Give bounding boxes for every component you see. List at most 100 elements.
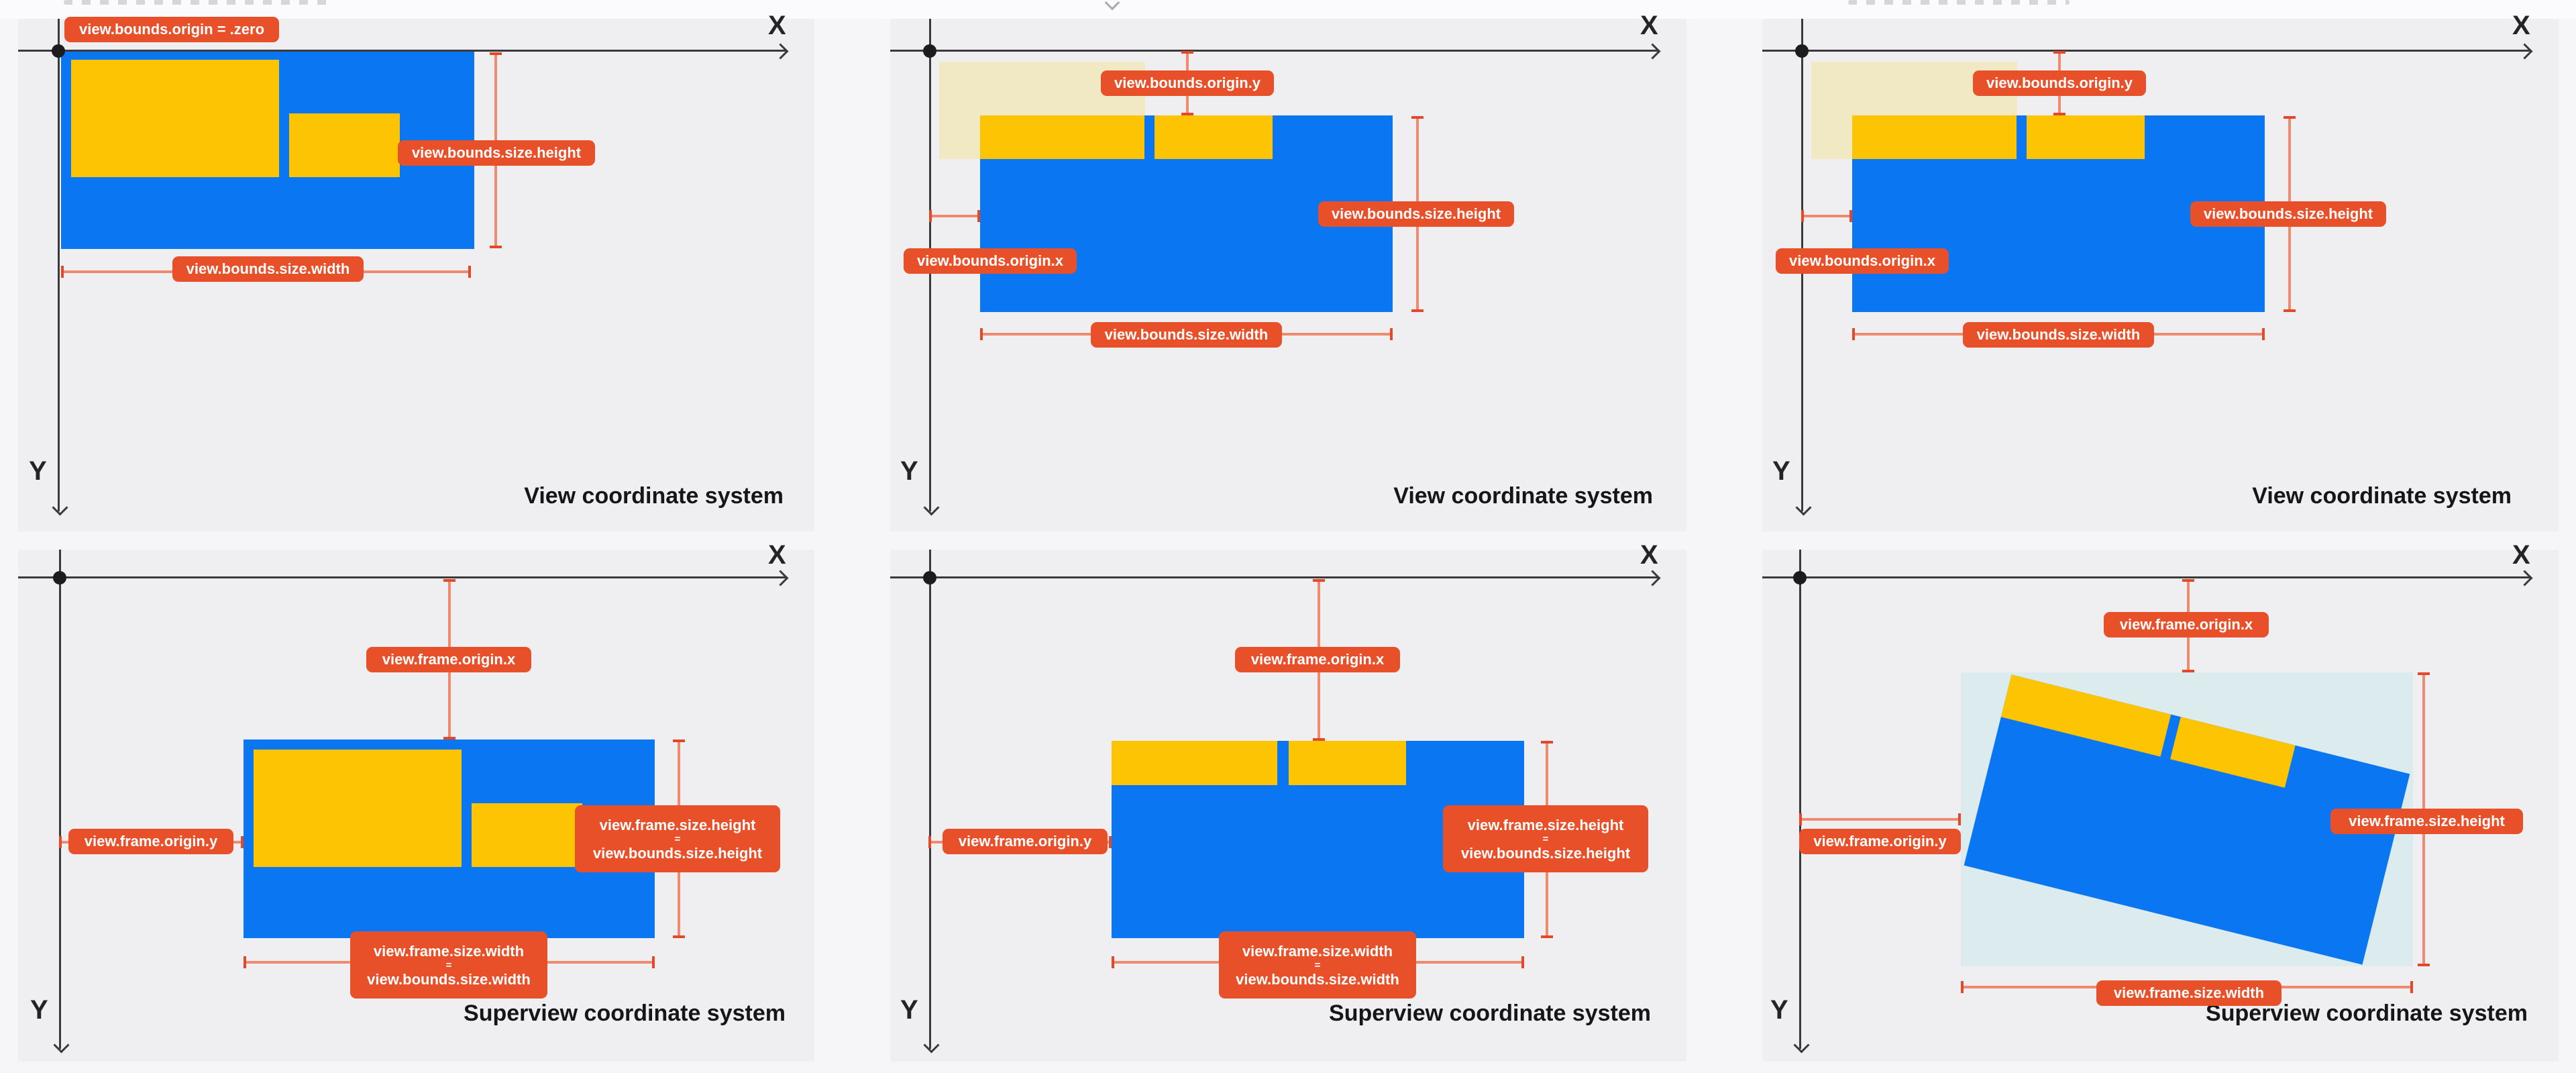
- panel-superview-coords-3: X Y view.frame.origin.x view.frame.origi…: [1762, 540, 2559, 1062]
- equals-sign: =: [674, 833, 681, 845]
- label-frame-size-height: view.frame.size.height: [2330, 809, 2523, 834]
- label-bounds-size-width: view.bounds.size.width: [1236, 970, 1399, 988]
- y-axis-label: Y: [1772, 456, 1790, 486]
- label-frame-size-width: view.frame.size.width: [1242, 942, 1393, 960]
- x-axis: [18, 576, 787, 578]
- panel-caption: Superview coordinate system: [1329, 1001, 1651, 1026]
- label-bounds-size-height: view.bounds.size.height: [2190, 201, 2386, 227]
- x-axis-arrowhead: [772, 43, 789, 60]
- view-rect: [244, 739, 655, 938]
- x-axis-arrowhead: [2516, 43, 2533, 60]
- equals-sign: =: [445, 959, 452, 971]
- x-axis-label: X: [768, 540, 786, 570]
- y-axis-arrowhead: [923, 499, 940, 516]
- x-axis-label: X: [1640, 540, 1658, 570]
- label-bounds-size-height: view.bounds.size.height: [1460, 844, 1631, 862]
- x-axis: [890, 576, 1659, 578]
- label-bounds-origin-y: view.bounds.origin.y: [1973, 70, 2146, 96]
- label-bounds-size-width: view.bounds.size.width: [172, 256, 364, 282]
- label-frame-size-width: view.frame.size.width: [2096, 980, 2282, 1006]
- label-frame-height-equals-bounds-height: view.frame.size.height = view.bounds.siz…: [1443, 805, 1648, 872]
- label-frame-height-equals-bounds-height: view.frame.size.height = view.bounds.siz…: [575, 805, 780, 872]
- label-frame-origin-x: view.frame.origin.x: [1235, 647, 1400, 672]
- scrolled-subview-right: [1289, 741, 1406, 785]
- panel-view-coords-2: X Y view.bounds.origin.y view.bounds.ori…: [890, 11, 1686, 531]
- label-bounds-origin-zero: view.bounds.origin = .zero: [64, 17, 279, 42]
- panel-caption: View coordinate system: [2252, 483, 2512, 509]
- label-bounds-size-width: view.bounds.size.width: [1091, 322, 1282, 348]
- subview-rect-large: [254, 750, 462, 867]
- label-frame-origin-y: view.frame.origin.y: [1799, 829, 1961, 854]
- y-axis: [59, 550, 61, 1049]
- x-axis-label: X: [1640, 11, 1658, 40]
- origin-dot: [1795, 44, 1809, 58]
- origin-dot: [1793, 571, 1807, 584]
- cropped-text-remnant: [64, 0, 329, 5]
- scrolled-subview-left: [1852, 115, 2017, 159]
- label-bounds-origin-x: view.bounds.origin.x: [1776, 248, 1949, 274]
- label-bounds-size-width: view.bounds.size.width: [1963, 322, 2154, 348]
- label-frame-origin-x: view.frame.origin.x: [2104, 612, 2269, 637]
- origin-dot: [52, 44, 65, 58]
- origin-dot: [923, 571, 936, 584]
- x-axis-arrowhead: [772, 570, 789, 586]
- label-frame-size-width: view.frame.size.width: [373, 942, 525, 960]
- panel-caption: View coordinate system: [1393, 483, 1653, 509]
- panel-view-coords-1: X Y view.bounds.origin = .zero view.boun…: [18, 11, 814, 531]
- y-axis: [1799, 550, 1801, 1049]
- x-axis: [18, 50, 787, 52]
- label-frame-origin-y: view.frame.origin.y: [943, 829, 1108, 854]
- label-bounds-size-height: view.bounds.size.height: [398, 140, 595, 166]
- x-axis-arrowhead: [1644, 43, 1661, 60]
- x-axis-arrowhead: [1644, 570, 1661, 586]
- subview-rect-large: [71, 60, 279, 177]
- x-axis-label: X: [2512, 540, 2530, 570]
- y-axis-label: Y: [1770, 995, 1788, 1025]
- subview-rect-small: [472, 803, 582, 867]
- origin-dot: [923, 44, 936, 58]
- y-axis-arrowhead: [1795, 499, 1812, 516]
- label-frame-width-equals-bounds-width: view.frame.size.width = view.bounds.size…: [1219, 931, 1416, 999]
- label-bounds-size-height: view.bounds.size.height: [1318, 201, 1514, 227]
- subview-rect-small: [289, 113, 400, 177]
- panel-view-coords-3: X Y view.bounds.origin.y view.bounds.ori…: [1762, 11, 2559, 531]
- y-axis-arrowhead: [52, 499, 68, 516]
- label-frame-size-height: view.frame.size.height: [1467, 816, 1624, 833]
- y-axis-arrowhead: [53, 1037, 70, 1054]
- measure-line-bounds-origin-x: [929, 210, 980, 222]
- y-axis-label: Y: [30, 995, 48, 1025]
- scrolled-subview-right: [2027, 115, 2145, 159]
- x-axis: [1762, 50, 2531, 52]
- measure-line-bounds-origin-x: [1801, 210, 1852, 222]
- measure-line-frame-origin-y: [1799, 813, 1961, 825]
- scrolled-subview-left: [980, 115, 1144, 159]
- scrolled-subview-right: [1155, 115, 1273, 159]
- label-frame-size-height: view.frame.size.height: [599, 816, 756, 833]
- panel-superview-coords-1: X Y view.frame.origin.x view.frame.origi…: [18, 540, 814, 1062]
- x-axis: [890, 50, 1659, 52]
- panel-superview-coords-2: X Y view.frame.origin.x view.frame.origi…: [890, 540, 1686, 1062]
- y-axis: [929, 550, 931, 1049]
- label-bounds-size-height: view.bounds.size.height: [592, 844, 763, 862]
- panel-caption: View coordinate system: [524, 483, 784, 509]
- label-bounds-size-width: view.bounds.size.width: [367, 970, 531, 988]
- view-rect: [1852, 115, 2265, 312]
- y-axis-label: Y: [29, 456, 47, 486]
- x-axis-arrowhead: [2516, 570, 2533, 586]
- y-axis-label: Y: [900, 456, 918, 486]
- label-frame-origin-x: view.frame.origin.x: [366, 647, 531, 672]
- scrolled-subview-left: [1112, 741, 1277, 785]
- label-frame-origin-y: view.frame.origin.y: [68, 829, 233, 854]
- panel-caption: Superview coordinate system: [464, 1001, 786, 1026]
- y-axis: [58, 19, 60, 511]
- equals-sign: =: [1314, 959, 1321, 971]
- cropped-heading-strip: [0, 0, 2576, 19]
- y-axis-arrowhead: [1793, 1037, 1810, 1054]
- x-axis-label: X: [768, 11, 786, 40]
- equals-sign: =: [1542, 833, 1549, 845]
- x-axis-label: X: [2512, 11, 2530, 40]
- origin-dot: [53, 571, 66, 584]
- label-frame-width-equals-bounds-width: view.frame.size.width = view.bounds.size…: [350, 931, 547, 999]
- label-bounds-origin-x: view.bounds.origin.x: [904, 248, 1077, 274]
